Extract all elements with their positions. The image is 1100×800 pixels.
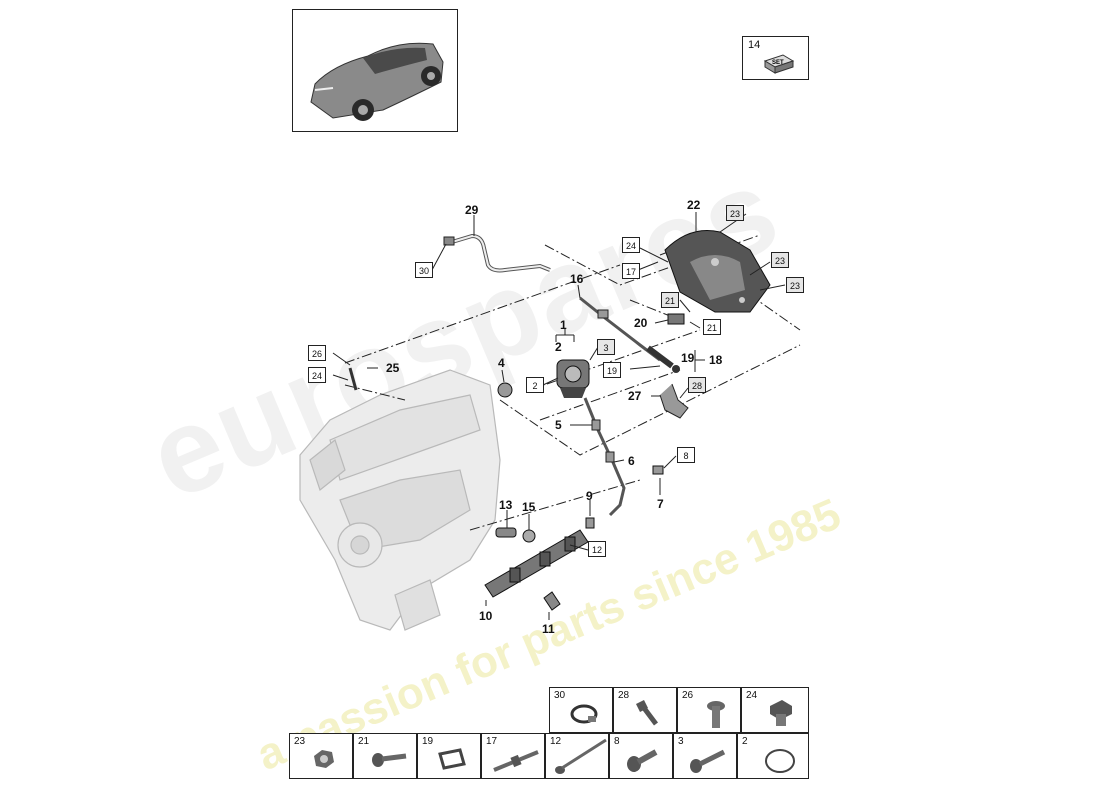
boxed-callout-3: 3 — [597, 339, 615, 355]
hex-nut-icon — [314, 750, 334, 768]
parts-cell-number: 2 — [742, 736, 748, 747]
bolt-icon — [372, 753, 407, 767]
set-kit-number: 14 — [748, 39, 761, 51]
parts-cell-21: 21 — [353, 733, 417, 779]
parts-cell-number: 24 — [746, 690, 758, 701]
boxed-callout-23-c: 23 — [786, 277, 804, 293]
callout-22: 22 — [687, 198, 701, 212]
boxed-callout-19: 19 — [603, 362, 621, 378]
set-badge-icon: SET — [763, 54, 795, 74]
callout-9: 9 — [586, 489, 593, 503]
connector — [652, 465, 664, 475]
boxed-callout-2: 2 — [526, 377, 544, 393]
hose-clamp-icon — [570, 704, 598, 724]
boxed-callout-28: 28 — [688, 377, 706, 393]
callout-29: 29 — [465, 203, 479, 217]
callout-7: 7 — [657, 497, 664, 511]
fuel-line — [443, 233, 551, 273]
parts-cell-number: 8 — [614, 736, 620, 747]
o-ring-icon — [765, 749, 795, 773]
callout-13: 13 — [499, 498, 513, 512]
sleeve — [667, 313, 685, 325]
car-icon — [310, 42, 444, 121]
parts-cell-number: 30 — [554, 690, 566, 701]
plug-screw-icon — [770, 700, 792, 726]
parts-cell-number: 12 — [550, 736, 562, 747]
pressure-sensor — [646, 345, 680, 373]
callout-15: 15 — [522, 500, 536, 514]
callout-2: 2 — [555, 340, 562, 354]
callout-19: 19 — [681, 351, 695, 365]
parts-cell-number: 28 — [618, 690, 630, 701]
stud — [348, 367, 358, 391]
parts-cell-3: 3 — [673, 733, 737, 779]
parts-cell-number: 17 — [486, 736, 498, 747]
parts-cell-24: 24 — [741, 687, 809, 733]
callout-1: 1 — [560, 318, 567, 332]
long-bolt-icon — [555, 738, 607, 774]
callout-27: 27 — [628, 389, 642, 403]
vehicle-thumbnail — [292, 9, 458, 132]
boxed-callout-21-b: 21 — [703, 319, 721, 335]
parts-cell-2: 2 — [737, 733, 809, 779]
callout-10: 10 — [479, 609, 493, 623]
parts-cell-12: 12 — [545, 733, 609, 779]
boxed-callout-26: 26 — [308, 345, 326, 361]
high-pressure-pump — [556, 359, 590, 398]
boxed-callout-23-a: 23 — [726, 205, 744, 221]
engine-block — [299, 369, 501, 631]
parts-cell-number: 3 — [678, 736, 684, 747]
pump-housing — [664, 230, 771, 313]
callout-16: 16 — [570, 272, 584, 286]
callout-11: 11 — [542, 622, 555, 636]
callout-5: 5 — [555, 418, 562, 432]
parts-cell-8: 8 — [609, 733, 673, 779]
clip-icon — [438, 748, 466, 770]
callout-pointers — [332, 212, 786, 620]
bolt-icon — [636, 700, 658, 726]
boxed-callout-12: 12 — [588, 541, 606, 557]
fuel-rail — [484, 529, 589, 598]
parts-cell-19: 19 — [417, 733, 481, 779]
torx-bolt-icon — [627, 749, 658, 772]
parts-cell-30: 30 — [549, 687, 613, 733]
bracket — [659, 383, 689, 419]
seal-ring — [497, 382, 513, 398]
parts-cell-number: 19 — [422, 736, 434, 747]
flange-bolt-icon — [707, 701, 725, 728]
callout-18: 18 — [709, 353, 723, 367]
clamp — [543, 591, 561, 611]
parts-cell-number: 26 — [682, 690, 694, 701]
parts-cell-17: 17 — [481, 733, 545, 779]
boxed-callout-8: 8 — [677, 447, 695, 463]
set-kit-box: 14 SET — [742, 36, 809, 80]
parts-cell-23: 23 — [289, 733, 353, 779]
boxed-callout-17: 17 — [622, 263, 640, 279]
callout-20: 20 — [634, 316, 648, 330]
adapter — [585, 517, 595, 529]
set-badge-text: SET — [772, 60, 784, 66]
callout-6: 6 — [628, 454, 635, 468]
boxed-callout-24-b: 24 — [308, 367, 326, 383]
parts-cell-26: 26 — [677, 687, 741, 733]
boxed-callout-24: 24 — [622, 237, 640, 253]
parts-cell-number: 23 — [294, 736, 306, 747]
boxed-callout-21-a: 21 — [661, 292, 679, 308]
parts-cell-number: 21 — [358, 736, 370, 747]
callout-4: 4 — [498, 356, 505, 370]
callout-25: 25 — [386, 361, 400, 375]
injector — [495, 527, 536, 543]
boxed-callout-23-b: 23 — [771, 252, 789, 268]
stud-bolt-icon — [493, 750, 539, 772]
parts-cell-28: 28 — [613, 687, 677, 733]
boxed-callout-30: 30 — [415, 262, 433, 278]
bolt-icon — [690, 749, 726, 773]
